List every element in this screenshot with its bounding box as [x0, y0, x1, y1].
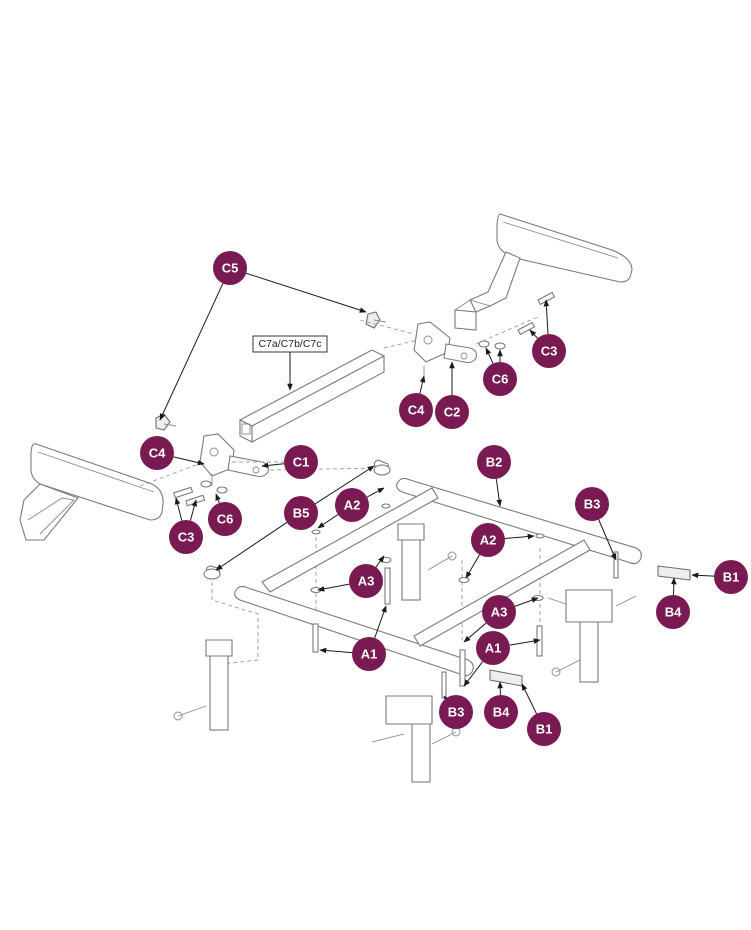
callout-label: B2: [486, 455, 503, 470]
callout-label: B3: [584, 497, 601, 512]
callout-label: C3: [541, 344, 558, 359]
leader-line-a1: [320, 650, 352, 653]
leader-line-a2: [505, 536, 534, 539]
leader-line-a2: [367, 488, 384, 497]
callout-label: C5: [222, 261, 239, 276]
callout-label: C6: [492, 372, 509, 387]
leader-line-c6: [216, 494, 219, 503]
callout-label: A3: [491, 605, 508, 620]
leader-line-a2: [466, 555, 479, 578]
leader-line-b2: [496, 479, 500, 506]
callout-label: C2: [444, 405, 461, 420]
callout-c6: C6: [483, 362, 517, 396]
post-right-rear: [548, 590, 636, 682]
post-left-front: [174, 640, 232, 730]
callout-label: B1: [723, 570, 740, 585]
callout-label: B5: [293, 506, 310, 521]
leader-line-c4: [174, 457, 204, 464]
callout-a2: A2: [335, 488, 369, 522]
callout-c4: C4: [399, 393, 433, 427]
leader-line-c3: [176, 498, 182, 521]
callout-c2: C2: [435, 395, 469, 429]
callout-label: C1: [293, 455, 310, 470]
leader-line-a2: [318, 515, 338, 528]
callout-b5: B5: [284, 496, 318, 530]
callout-c1: C1: [284, 445, 318, 479]
callout-b3: B3: [575, 487, 609, 521]
callout-c4: C4: [140, 436, 174, 470]
callout-c3: C3: [532, 334, 566, 368]
callout-label: A2: [344, 498, 361, 513]
leader-line-b1: [692, 575, 714, 576]
callout-label: B1: [536, 722, 553, 737]
callout-label: A1: [485, 641, 502, 656]
leader-line-a3: [515, 598, 538, 606]
callout-b1: B1: [714, 560, 748, 594]
callout-a3: A3: [482, 595, 516, 629]
callout-label: C4: [408, 403, 425, 418]
leader-line-c4: [420, 376, 424, 393]
leader-line-b4: [673, 578, 674, 595]
callout-label: B4: [665, 605, 682, 620]
callout-b4: B4: [656, 595, 690, 629]
callout-label: C3: [178, 530, 195, 545]
callout-label: A1: [361, 647, 378, 662]
callout-a3: A3: [349, 564, 383, 598]
seat-frame: [206, 460, 641, 676]
callout-label: A3: [358, 574, 375, 589]
callout-c3: C3: [169, 520, 203, 554]
leader-line-a1: [510, 640, 540, 645]
callout-a2: A2: [471, 523, 505, 557]
leader-line-b1: [522, 684, 537, 714]
callout-a1: A1: [476, 631, 510, 665]
callout-b3: B3: [439, 695, 473, 729]
callout-label: B4: [493, 705, 510, 720]
armrest-pad-right: [455, 214, 632, 330]
leader-line-a3: [318, 584, 349, 590]
callout-label: C6: [217, 512, 234, 527]
post-center-rear: [398, 524, 456, 600]
leader-line-c3: [530, 330, 538, 338]
callout-b1: B1: [527, 712, 561, 746]
callout-a1: A1: [352, 637, 386, 671]
callout-b4: B4: [484, 695, 518, 729]
callout-c5: C5: [213, 251, 247, 285]
knob-c5-left: [156, 414, 176, 430]
callout-label: C4: [149, 446, 166, 461]
leader-line-c6: [486, 348, 493, 364]
leader-line-c5: [246, 273, 366, 312]
callout-c6: C6: [208, 502, 242, 536]
leader-line-c3: [546, 300, 548, 334]
square-tube: [240, 350, 384, 442]
leader-line-c5: [160, 283, 223, 420]
callout-label: B3: [448, 705, 465, 720]
callout-b2: B2: [477, 445, 511, 479]
bracket-left: [200, 434, 268, 477]
label-box-text: C7a/C7b/C7c: [258, 338, 321, 350]
callout-label: A2: [480, 533, 497, 548]
